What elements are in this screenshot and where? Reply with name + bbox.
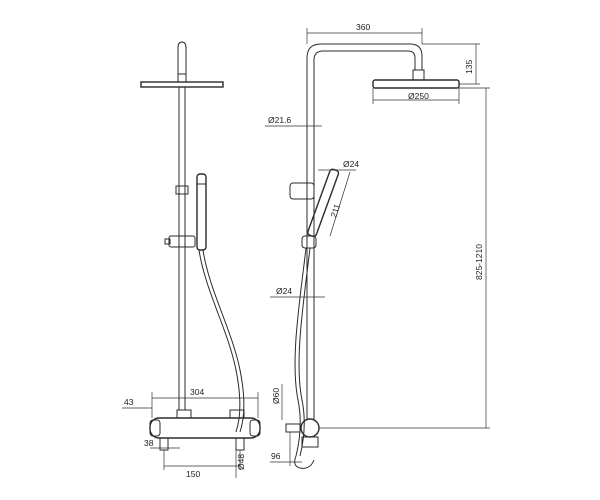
side-riser-outer — [306, 43, 423, 420]
front-riser-top — [177, 41, 187, 78]
dim-250-label: Ø250 — [408, 91, 429, 101]
front-dimensions: 304 43 38 150 Ø48 — [122, 387, 259, 479]
dim-96-label: 96 — [271, 451, 281, 461]
dim-24-hand-label: Ø24 — [343, 159, 359, 169]
side-hose-end — [294, 455, 315, 469]
side-hose-outer — [294, 247, 307, 457]
dim-211-line — [329, 171, 351, 237]
side-view — [285, 43, 460, 469]
side-hand-shower — [307, 168, 340, 238]
side-shower-head — [372, 79, 460, 89]
side-hose-inner — [298, 247, 311, 457]
front-knob-right — [249, 419, 261, 437]
dim-304-label: 304 — [190, 387, 204, 397]
side-mixer-base — [301, 436, 319, 448]
front-view — [140, 41, 261, 451]
dim-24-pipe-label: Ø24 — [276, 286, 292, 296]
side-upper-clamp — [289, 182, 315, 200]
front-head-bracket — [177, 73, 187, 83]
dim-150-label: 150 — [186, 469, 200, 479]
front-hose-outer — [198, 249, 241, 433]
dim-38-label: 38 — [144, 438, 154, 448]
front-slider — [168, 235, 196, 248]
front-slider-knob — [164, 238, 171, 245]
dim-60-label: Ø60 — [271, 388, 281, 404]
front-knob-left — [149, 419, 161, 437]
front-mixer-connector — [176, 409, 192, 419]
dim-21-label: Ø21.6 — [268, 115, 291, 125]
front-inlet-right — [235, 437, 245, 451]
side-head-connector — [412, 69, 425, 81]
front-upper-clamp — [175, 185, 189, 195]
dim-48-label: Ø48 — [236, 454, 246, 470]
dim-211-label: 211 — [328, 202, 342, 218]
side-slider — [301, 235, 317, 249]
side-wall-connector — [285, 423, 301, 433]
front-hand-shower — [196, 173, 207, 251]
side-dimensions: 360 135 Ø250 Ø21.6 Ø24 211 Ø24 825-1210 … — [265, 22, 490, 466]
dim-135-label: 135 — [464, 60, 474, 74]
front-mixer-outlet — [229, 409, 245, 419]
front-hose-inner — [202, 249, 245, 433]
dim-43-label: 43 — [124, 397, 134, 407]
front-mixer-body — [149, 417, 261, 439]
dim-360-label: 360 — [356, 22, 370, 32]
dim-height-label: 825-1210 — [474, 244, 484, 280]
front-shower-head — [140, 81, 224, 88]
side-riser-inner — [313, 50, 416, 420]
